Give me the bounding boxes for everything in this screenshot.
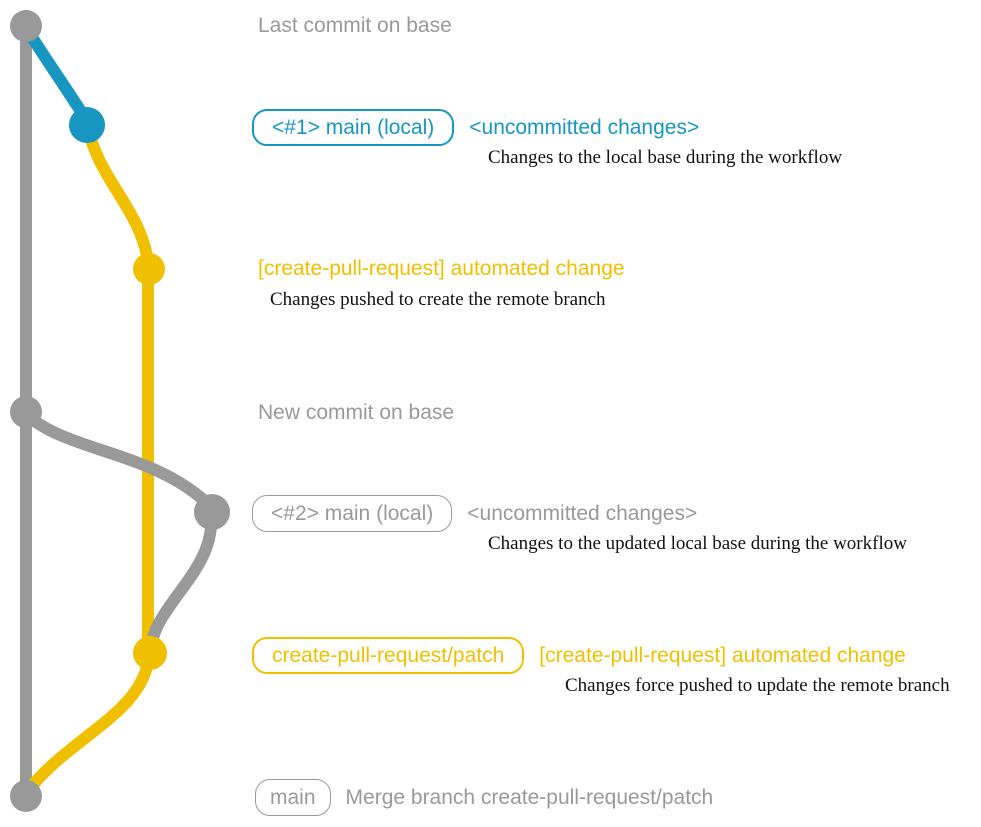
commit-description-push2: Changes force pushed to update the remot… [565,675,950,696]
head1-row: <#1> main (local) <uncommitted changes> [252,109,699,146]
annotation-last-commit-on-base: Last commit on base [258,14,452,37]
rebased-main-branch-curve [21,409,216,512]
local-main-branch-curve [21,23,93,127]
commit-message-head1: <uncommitted changes> [469,115,700,139]
branch-badge-patch: create-pull-request/patch [252,637,525,674]
commit-description-push1: Changes pushed to create the remote bran… [270,289,606,310]
commit-description-head2: Changes to the updated local base during… [488,533,907,554]
commit-message-merge: Merge branch create-pull-request/patch [345,785,714,809]
commit-dot-new-base [10,396,42,428]
commit-message-push2: [create-pull-request] automated change [539,643,906,667]
commit-description-head1: Changes to the local base during the wor… [488,147,843,168]
annotation-new-commit-on-base: New commit on base [258,401,455,424]
commit-message-head2: <uncommitted changes> [467,501,698,525]
force-push-curve [145,510,218,652]
commit-dot-merge [10,780,42,812]
commit-dot-last-base [10,10,42,42]
git-graph [10,10,230,812]
commit-dot-head2 [194,494,230,530]
merge-curve [21,650,155,798]
commit-message-push1: [create-pull-request] automated change [258,257,625,280]
branch-badge-main: main [255,779,331,816]
head2-row: <#2> main (local) <uncommitted changes> [252,495,697,532]
commit-dot-head1 [69,107,105,143]
branch-badge-head2: <#2> main (local) [252,495,453,532]
merge-row: main Merge branch create-pull-request/pa… [255,779,713,816]
patch-branch-line [82,122,154,656]
branch-badge-head1: <#1> main (local) [252,109,455,146]
commit-dot-patch2 [133,636,167,670]
patch-row: create-pull-request/patch [create-pull-r… [252,637,906,674]
commit-dot-patch1 [133,253,165,285]
